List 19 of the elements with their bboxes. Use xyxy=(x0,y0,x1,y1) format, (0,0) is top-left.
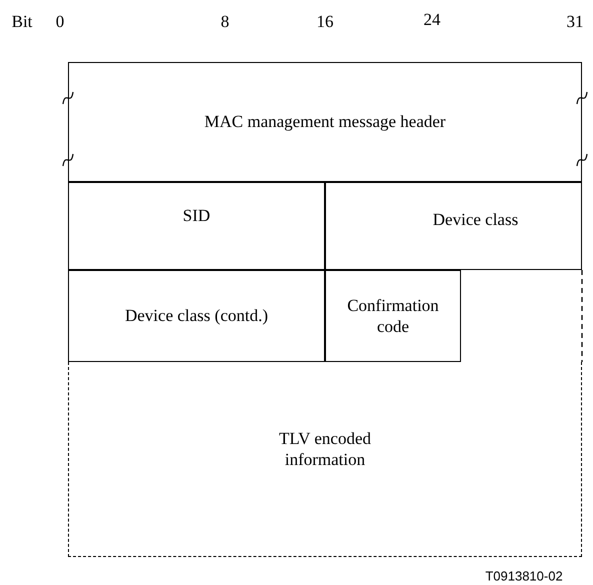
figure-id: T0913810-02 xyxy=(485,568,563,584)
field-box xyxy=(325,182,582,270)
field-label: MAC management message header xyxy=(204,111,446,133)
bit-number: 0 xyxy=(56,12,64,32)
dashed-field-box xyxy=(68,362,582,557)
bit-axis-label: Bit xyxy=(12,12,32,32)
field-box xyxy=(68,270,325,362)
field-box xyxy=(325,270,461,362)
field-label: Device class xyxy=(432,209,518,231)
bit-number: 8 xyxy=(220,12,230,32)
field-label: Confirmation code xyxy=(346,294,440,338)
bit-number: 24 xyxy=(424,10,440,30)
field-label: Device class (contd.) xyxy=(124,305,268,327)
bit-number: 16 xyxy=(316,12,334,32)
field-box xyxy=(68,182,325,270)
field-label: SID xyxy=(182,205,210,227)
field-box xyxy=(68,62,582,182)
bit-number: 31 xyxy=(566,12,584,32)
field-label: TLV encoded information xyxy=(278,428,372,470)
